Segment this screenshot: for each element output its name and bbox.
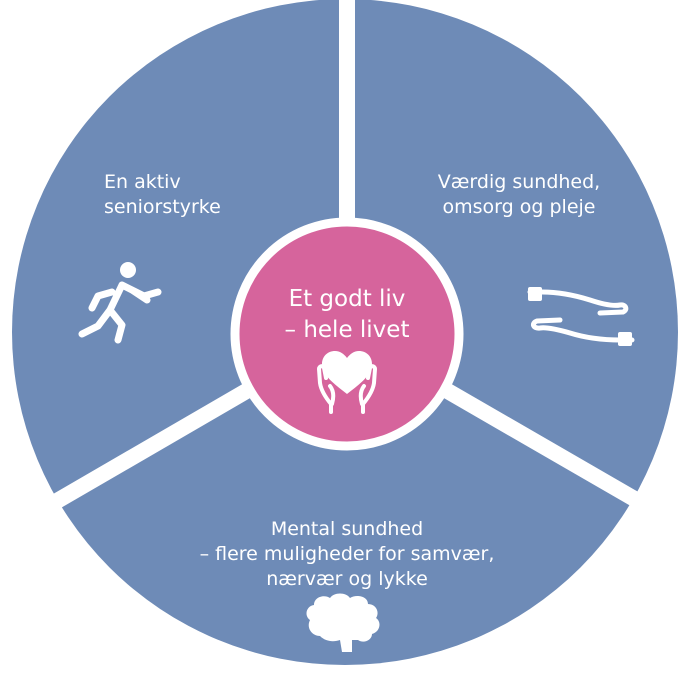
running-person-icon [78,262,162,344]
center-title-line1: Et godt liv [289,286,406,312]
heart-in-hands-icon [317,351,377,414]
center-title-line2: – hele livet [285,317,410,343]
segment-bottom-line1: Mental sundhed [271,518,423,540]
segment-top-left-line1: En aktiv [104,171,181,193]
brain-icon [306,593,380,652]
segment-bottom-line3: nærvær og lykke [266,568,428,590]
separator-right [427,375,650,512]
segment-top-right-line1: Værdig sundhed, [438,171,600,193]
separator-left [45,375,267,512]
center-circle [230,217,464,451]
segment-separators [45,0,650,512]
caring-hands-icon [527,287,635,346]
segment-top-right-line2: omsorg og pleje [443,196,596,218]
segment-bottom-line2: – flere muligheder for samvær, [200,543,495,565]
segment-top-left-line2: seniorstyrke [104,196,221,218]
